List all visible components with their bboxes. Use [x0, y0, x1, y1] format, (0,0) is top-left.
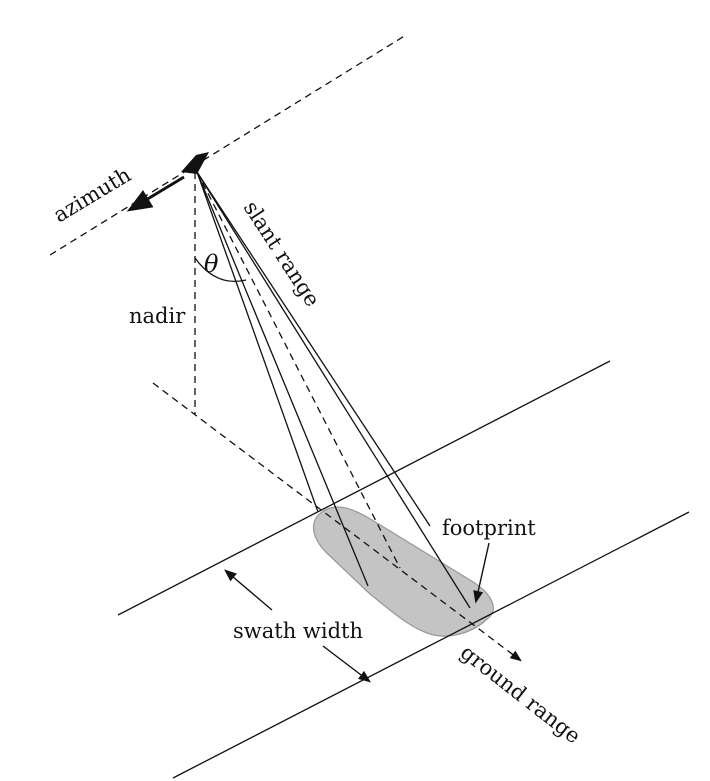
azimuth-arrow — [126, 175, 185, 212]
beam-line — [196, 171, 369, 587]
swath-width-arrow-upper — [224, 569, 273, 611]
footprint-label: footprint — [442, 516, 536, 540]
nadir-label: nadir — [129, 304, 186, 328]
flight-track-line — [49, 34, 407, 256]
swath-width-label: swath width — [233, 619, 363, 643]
beam-line — [196, 171, 431, 527]
slant-range-label: slant range — [239, 197, 325, 311]
beam-line — [196, 171, 471, 609]
swath-far-edge — [172, 511, 690, 779]
beam-line — [196, 171, 319, 513]
swath-near-edge — [117, 360, 611, 616]
beam-center-line — [196, 171, 401, 569]
footprint-pointer-arrow — [473, 542, 490, 604]
azimuth-label: azimuth — [49, 163, 135, 228]
swath-width-arrow-lower — [322, 645, 372, 683]
look-angle-arc — [194, 257, 247, 282]
ground-range-label: ground range — [456, 640, 585, 748]
theta-label: θ — [204, 250, 219, 278]
satellite-icon — [181, 152, 209, 174]
ground-range-line — [152, 382, 522, 662]
